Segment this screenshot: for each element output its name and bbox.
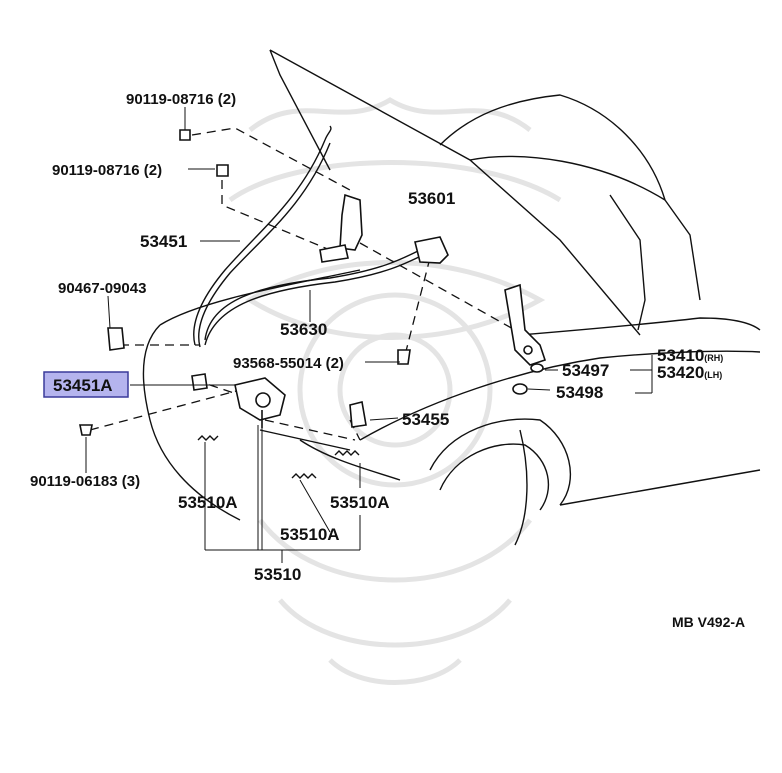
label-53420-number: 53420	[657, 363, 704, 382]
label-53455: 53455	[402, 410, 449, 429]
diagram-reference-code: MB V492-A	[672, 614, 745, 630]
label-53510a-right: 53510A	[330, 493, 390, 512]
label-53420: 53420(LH)	[657, 363, 722, 382]
hood-hinge	[504, 283, 547, 366]
release-cables	[193, 125, 426, 348]
leader-lines	[85, 107, 653, 563]
label-90467: 90467-09043	[58, 280, 146, 297]
hood-lock-striker	[319, 193, 363, 263]
label-bolt-bottom: 90119-06183 (3)	[30, 473, 140, 490]
highlight-box	[43, 371, 129, 398]
label-53630: 53630	[280, 320, 327, 339]
label-53510a-left: 53510A	[178, 493, 238, 512]
small-parts	[79, 129, 544, 436]
release-lever	[414, 236, 449, 264]
label-bolt-second: 90119-08716 (2)	[52, 162, 162, 179]
label-bolt-top: 90119-08716 (2)	[126, 91, 236, 108]
label-53601: 53601	[408, 189, 455, 208]
label-93568: 93568-55014 (2)	[233, 355, 344, 372]
label-53410-number: 53410	[657, 346, 704, 365]
label-53498: 53498	[556, 383, 603, 402]
label-53510: 53510	[254, 565, 301, 584]
springs	[197, 435, 360, 479]
label-53451: 53451	[140, 232, 187, 251]
label-53451a: 53451A	[53, 376, 113, 395]
label-53497: 53497	[562, 361, 609, 380]
car-body-outline	[142, 49, 761, 546]
hood-lock-assembly	[234, 377, 286, 428]
label-53410-suffix: (RH)	[704, 353, 723, 363]
label-53510a-mid: 53510A	[280, 525, 340, 544]
label-53420-suffix: (LH)	[704, 370, 722, 380]
watermark-emblem	[228, 97, 562, 685]
label-53410: 53410(RH)	[657, 346, 723, 365]
